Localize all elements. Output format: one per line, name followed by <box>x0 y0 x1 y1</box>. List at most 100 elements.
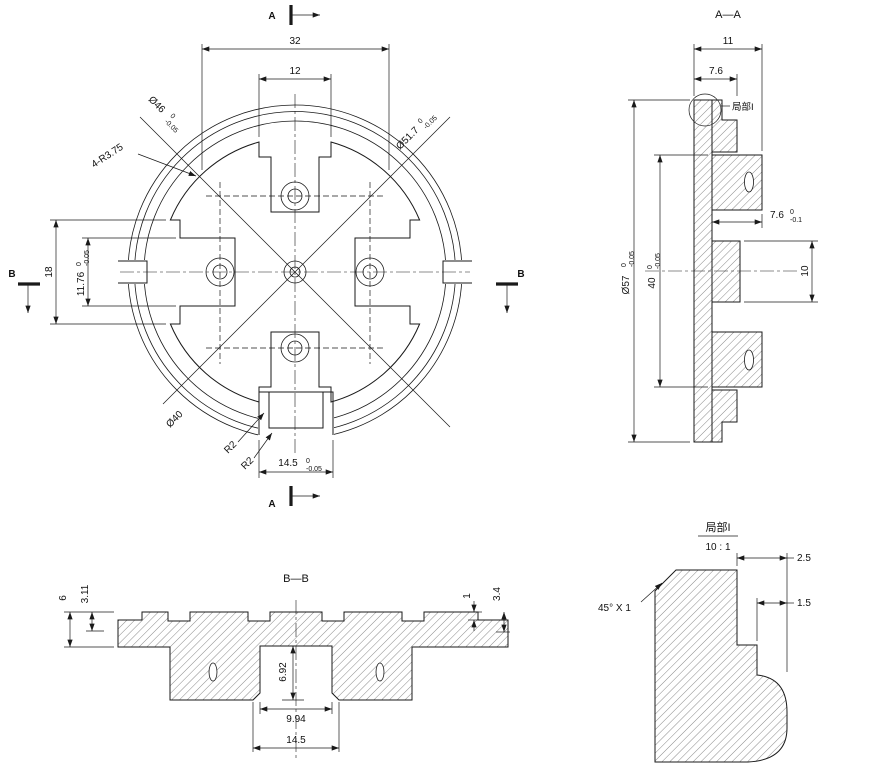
label-4r375: 4-R3.75 <box>90 142 197 177</box>
bb-section-profile <box>117 611 509 701</box>
dia57-tol-upper: 0 <box>621 263 628 267</box>
bottom-hub-section <box>711 331 763 388</box>
chamfer-label: 45° X 1 <box>598 603 631 614</box>
dim-14-5-front: 14.5 0 -0.05 <box>258 440 334 478</box>
dia46-label: Ø46 <box>146 94 167 115</box>
dia57-label: Ø57 <box>621 275 632 294</box>
detail-scale: 10 : 1 <box>705 542 730 553</box>
dim-aa-40-tol-upper: 0 <box>647 265 654 269</box>
dim-18: 18 <box>44 219 166 325</box>
dim-bb-311-label: 3.11 <box>80 584 91 603</box>
dim-14-5-front-tol-lower: -0.05 <box>306 466 322 473</box>
dim-detail-25-label: 2.5 <box>797 553 811 564</box>
section-b-right-letter: B <box>517 269 524 280</box>
dim-bb-692-label: 6.92 <box>278 662 289 682</box>
top-hub-section <box>711 154 763 211</box>
center-hole <box>283 260 307 284</box>
dia517-label: Ø51.7 <box>394 125 421 152</box>
dim-detail-15: 1.5 <box>756 598 811 641</box>
dim-aa-40-label: 40 <box>647 277 658 289</box>
label-dia46: Ø46 0 -0.05 <box>146 94 179 134</box>
dim-bb-145: 14.5 <box>252 702 340 752</box>
dim-bb-994: 9.94 <box>259 702 333 725</box>
bb-hole-right <box>375 662 385 682</box>
dim-aa-10-label: 10 <box>800 265 811 277</box>
front-view: 32 12 18 11.76 0 -0.05 <box>8 5 525 510</box>
dim-14-5-front-tol-upper: 0 <box>306 458 310 465</box>
dim-aa-10: 10 <box>744 240 818 303</box>
dia517-tol-lower: -0.05 <box>423 115 439 131</box>
dim-bb-34-label: 3.4 <box>492 587 503 601</box>
label-chamfer: 45° X 1 <box>598 582 663 614</box>
bottom-rim-lip-section <box>711 389 738 443</box>
r375-label: 4-R3.75 <box>90 142 126 171</box>
dim-11-76: 11.76 0 -0.05 <box>76 237 176 307</box>
dim-bb-692: 6.92 <box>278 646 304 701</box>
top-rim-lip-section <box>711 99 738 153</box>
bottom-cutout-tab <box>268 392 324 429</box>
dim-detail-25: 2.5 <box>736 553 811 672</box>
middle-hub-section <box>711 240 741 303</box>
dim-12-label: 12 <box>289 66 301 77</box>
hub-hole-top <box>744 171 754 193</box>
dim-32-label: 32 <box>289 36 301 47</box>
dim-aa-76-tol-label: 7.6 <box>770 210 784 221</box>
dim-18-label: 18 <box>44 266 55 278</box>
dim-32: 32 <box>201 36 390 170</box>
label-dia40: Ø40 <box>164 409 185 430</box>
dim-12: 12 <box>258 66 332 137</box>
hub-hole-bottom <box>744 349 754 371</box>
section-b-left-letter: B <box>8 269 15 280</box>
detail-callout-label: 局部I <box>732 101 754 113</box>
dim-bb-34: 3.4 <box>492 587 510 633</box>
label-dia517: Ø51.7 0 -0.05 <box>394 115 439 153</box>
section-marker-b-right: B <box>496 269 525 313</box>
dim-aa-76-label: 7.6 <box>709 66 723 77</box>
detail-callout-circle <box>688 93 722 127</box>
flange-plate-section <box>693 99 713 443</box>
dim-aa-76-tol-lower: -0.1 <box>790 217 802 224</box>
dia517-leader-line <box>162 116 451 405</box>
bolt-hole-top <box>280 181 310 211</box>
bolt-hole-left <box>205 257 235 287</box>
bb-hole-left <box>208 662 218 682</box>
bolt-hole-bottom <box>280 333 310 363</box>
dia57-tol-lower: -0.05 <box>629 251 636 267</box>
dim-bb-6: 6 <box>58 595 114 648</box>
dim-aa-11-label: 11 <box>723 36 734 47</box>
dim-bb-6-label: 6 <box>58 595 69 601</box>
dim-11-76-tol-lower: -0.05 <box>84 250 91 266</box>
dim-bb-1: 1 <box>462 593 484 631</box>
section-marker-a-bottom: A <box>268 486 320 510</box>
r2-label-1: R2 <box>222 439 239 456</box>
dim-aa-76: 7.6 <box>694 66 738 96</box>
section-bb-title: B—B <box>283 573 309 585</box>
dim-aa-11: 11 <box>693 36 763 151</box>
detail-title: 局部I <box>705 520 730 534</box>
section-bb-view: B—B 6 3.11 1 <box>58 573 510 758</box>
dim-aa-dia57: Ø57 0 -0.05 <box>621 99 690 443</box>
section-marker-b-left: B <box>8 269 40 313</box>
dia46-tol-lower: -0.05 <box>163 118 179 134</box>
dim-bb-994-label: 9.94 <box>286 714 306 725</box>
section-aa-view: A—A 局部I 11 7.6 <box>621 9 818 443</box>
dim-aa-76-tol: 7.6 0 -0.1 <box>712 209 802 228</box>
section-a-bottom-letter: A <box>268 499 275 510</box>
dia517-tol-upper: 0 <box>417 117 425 125</box>
detail-view: 局部I 10 : 1 2.5 1.5 45° X 1 <box>598 520 811 763</box>
dim-11-76-tol-upper: 0 <box>76 262 83 266</box>
dim-aa-76-tol-upper: 0 <box>790 209 794 216</box>
section-a-top-letter: A <box>268 11 275 22</box>
dim-bb-145-label: 14.5 <box>286 735 306 746</box>
dim-aa-40: 40 0 -0.05 <box>647 154 708 388</box>
bolt-hole-right <box>355 257 385 287</box>
dia40-label: Ø40 <box>164 409 185 430</box>
dim-bb-311: 3.11 <box>80 584 104 632</box>
dim-detail-15-label: 1.5 <box>797 598 811 609</box>
section-aa-title: A—A <box>715 9 741 21</box>
detail-profile <box>654 569 788 763</box>
clover-profile <box>169 141 421 403</box>
dim-14-5-front-label: 14.5 <box>278 458 298 469</box>
